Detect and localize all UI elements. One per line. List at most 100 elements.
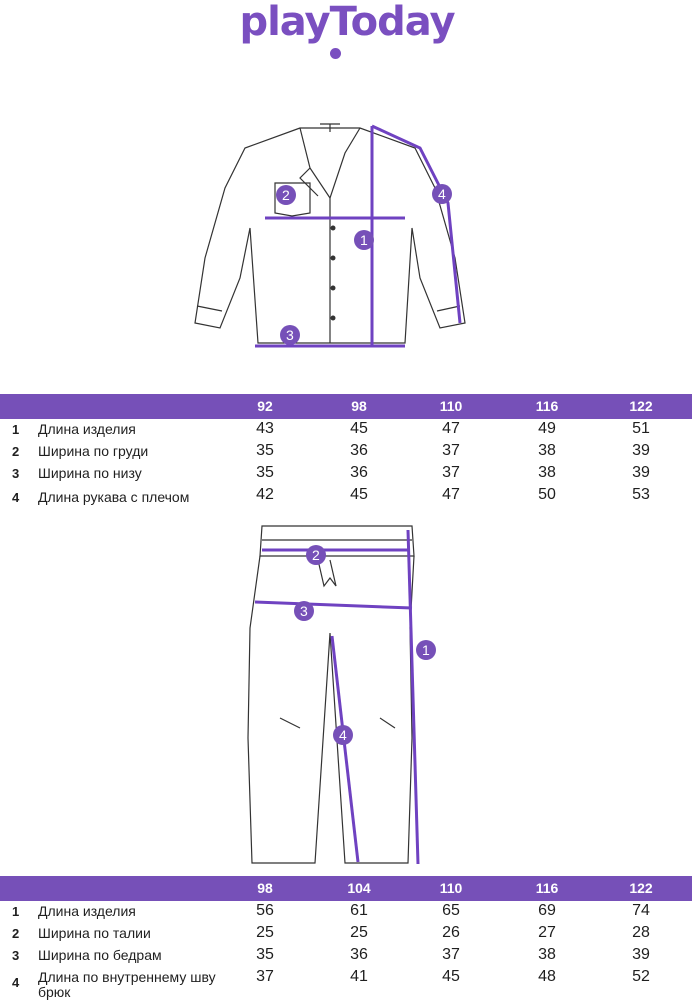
pants-callout-3 — [294, 601, 314, 621]
cell-value: 37 — [442, 946, 460, 963]
pants-drawing: 1 2 3 4 — [0, 518, 692, 870]
row-label: Ширина по бедрам — [38, 947, 162, 963]
row-label: Длина по внутреннему шву брюк — [38, 969, 216, 1000]
cell-value: 51 — [632, 420, 650, 437]
shirt-callout-2-label: 2 — [282, 187, 290, 203]
shirt-size-col: 110 — [439, 398, 463, 414]
pants-sketch: 1 2 3 4 — [247, 525, 436, 865]
pants-callout-1-label: 1 — [422, 642, 430, 658]
cell-value: 37 — [442, 442, 460, 459]
row-number: 2 — [12, 444, 20, 459]
cell-value: 37 — [256, 968, 274, 985]
pants-callout-1 — [416, 640, 436, 660]
cell-value: 61 — [350, 902, 368, 919]
pants-size-table: 98 104 110 116 122 1 Длина изделия 56 61… — [0, 876, 692, 1000]
cell-value: 38 — [538, 946, 556, 963]
cell-value: 45 — [350, 420, 368, 437]
cell-value: 36 — [350, 442, 368, 459]
shirt-size-table: 92 98 110 116 122 1 Длина изделия 43 45 … — [0, 394, 692, 507]
cell-value: 52 — [632, 968, 650, 985]
cell-value: 25 — [350, 924, 368, 941]
pants-callout-3-label: 3 — [300, 603, 308, 619]
pants-size-col: 104 — [347, 880, 371, 896]
pants-size-col: 110 — [439, 880, 463, 896]
shirt-callout-2 — [276, 185, 296, 205]
row-number: 4 — [12, 975, 20, 990]
cell-value: 47 — [442, 420, 460, 437]
row-label: Ширина по груди — [38, 443, 149, 459]
pants-callout-2 — [306, 545, 326, 565]
cell-value: 36 — [350, 464, 368, 481]
pants-size-col: 122 — [629, 880, 653, 896]
row-number: 1 — [12, 904, 20, 919]
table-row: 4 Длина по внутреннему шву брюк 37 41 45… — [0, 967, 692, 1000]
cell-value: 39 — [632, 946, 650, 963]
row-label: Длина изделия — [38, 421, 136, 437]
cell-value: 65 — [442, 902, 460, 919]
cell-value: 25 — [256, 924, 274, 941]
row-number: 2 — [12, 926, 20, 941]
cell-value: 50 — [538, 486, 556, 503]
table-row: 2 Ширина по талии 25 25 26 27 28 — [0, 923, 692, 945]
cell-value: 39 — [632, 464, 650, 481]
cell-value: 49 — [538, 420, 556, 437]
pants-size-col: 116 — [535, 880, 559, 896]
cell-value: 37 — [442, 464, 460, 481]
shirt-callout-4 — [432, 184, 452, 204]
cell-value: 42 — [256, 486, 274, 503]
pants-size-col: 98 — [257, 880, 273, 896]
row-label: Ширина по талии — [38, 925, 151, 941]
cell-value: 38 — [538, 442, 556, 459]
shirt-size-col: 122 — [629, 398, 653, 414]
pants-callout-2-label: 2 — [312, 547, 320, 563]
shirt-callout-1-label: 1 — [360, 232, 368, 248]
shirt-callout-1 — [354, 230, 374, 250]
table-row: 4 Длина рукава с плечом 42 45 47 50 53 — [0, 485, 692, 507]
cell-value: 48 — [538, 968, 556, 985]
table-row: 1 Длина изделия 56 61 65 69 74 — [0, 901, 692, 923]
cell-value: 35 — [256, 442, 274, 459]
pants-callout-4-label: 4 — [339, 727, 347, 743]
cell-value: 41 — [350, 968, 368, 985]
row-label: Длина рукава с плечом — [38, 489, 190, 505]
cell-value: 35 — [256, 946, 274, 963]
cell-value: 36 — [350, 946, 368, 963]
cell-value: 45 — [350, 486, 368, 503]
cell-value: 28 — [632, 924, 650, 941]
shirt-size-col: 98 — [351, 398, 367, 414]
cell-value: 35 — [256, 464, 274, 481]
cell-value: 56 — [256, 902, 274, 919]
row-number: 3 — [12, 466, 20, 481]
shirt-size-col: 116 — [535, 398, 559, 414]
cell-value: 53 — [632, 486, 650, 503]
brand-logo-text: playToday — [239, 0, 455, 45]
table-row: 1 Длина изделия 43 45 47 49 51 — [0, 419, 692, 441]
cell-value: 38 — [538, 464, 556, 481]
shirt-table-header: 92 98 110 116 122 — [0, 394, 692, 419]
shirt-drawing: 1 2 3 4 — [0, 108, 692, 358]
row-label: Длина изделия — [38, 903, 136, 919]
cell-value: 74 — [632, 902, 650, 919]
pants-table-header: 98 104 110 116 122 — [0, 876, 692, 901]
shirt-size-col: 92 — [257, 398, 273, 414]
cell-value: 27 — [538, 924, 556, 941]
shirt-sketch: 1 2 3 4 — [194, 123, 466, 348]
brand-logo-dot — [330, 48, 341, 59]
cell-value: 43 — [256, 420, 274, 437]
cell-value: 45 — [442, 968, 460, 985]
table-row: 3 Ширина по низу 35 36 37 38 39 — [0, 463, 692, 485]
table-row: 3 Ширина по бедрам 35 36 37 38 39 — [0, 945, 692, 967]
shirt-callout-4-label: 4 — [438, 186, 446, 202]
cell-value: 69 — [538, 902, 556, 919]
cell-value: 26 — [442, 924, 460, 941]
table-row: 2 Ширина по груди 35 36 37 38 39 — [0, 441, 692, 463]
row-number: 1 — [12, 422, 20, 437]
row-number: 4 — [12, 490, 20, 505]
row-label: Ширина по низу — [38, 465, 142, 481]
cell-value: 47 — [442, 486, 460, 503]
shirt-callout-3-label: 3 — [286, 327, 294, 343]
cell-value: 39 — [632, 442, 650, 459]
brand-logo: playToday — [232, 2, 462, 64]
row-number: 3 — [12, 948, 20, 963]
shirt-callout-3 — [280, 325, 300, 345]
